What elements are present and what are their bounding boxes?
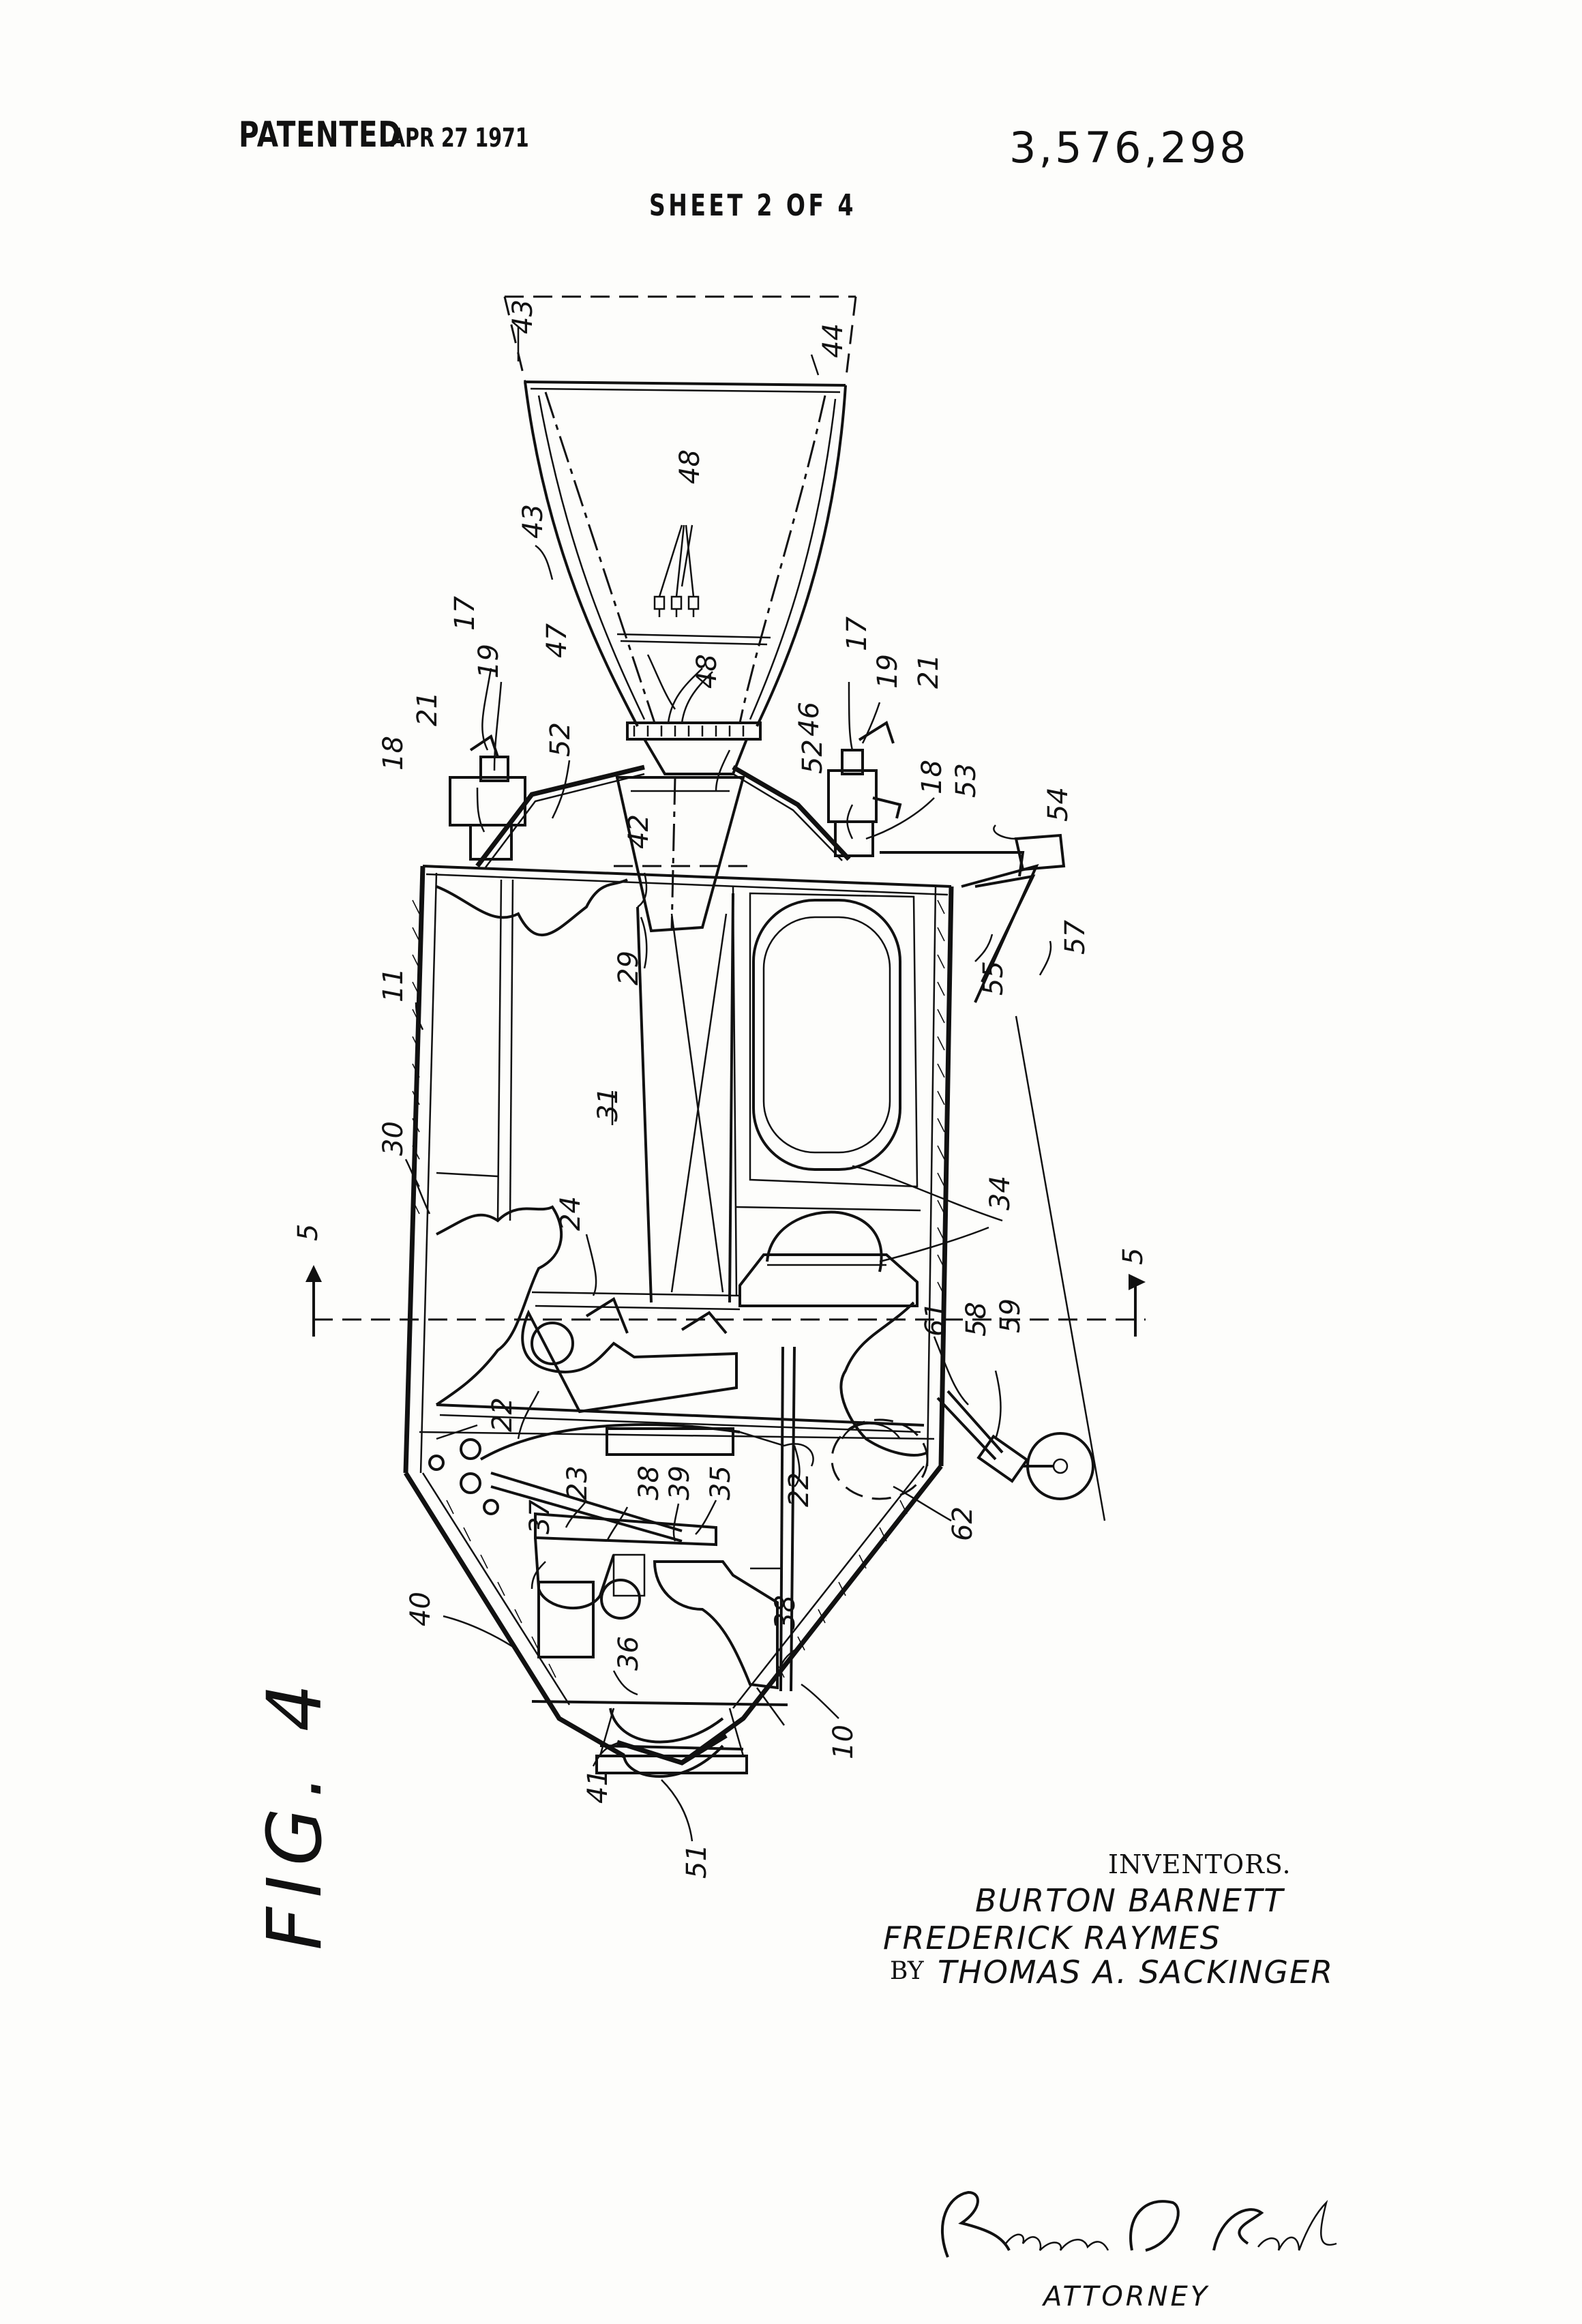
ref-30: 30	[378, 1121, 409, 1156]
ref-19-right: 19	[872, 654, 904, 689]
ref-46: 46	[794, 702, 825, 736]
ref-40: 40	[405, 1592, 436, 1626]
inventor-name-3: THOMAS A. SACKINGER	[938, 1954, 1334, 1991]
patented-date: APR 27 1971	[390, 123, 529, 153]
sheet-number: SHEET 2 OF 4	[649, 188, 856, 223]
inventors-heading: INVENTORS.	[1108, 1849, 1292, 1879]
ref-29: 29	[613, 951, 644, 985]
ref-21-right: 21	[913, 654, 944, 689]
ref-55: 55	[978, 961, 1009, 996]
ref-61: 61	[920, 1302, 951, 1337]
ref-41: 41	[582, 1769, 614, 1804]
adapter-fairing	[475, 764, 851, 868]
ref-18-right: 18	[916, 760, 948, 794]
ref-17-left: 17	[449, 596, 481, 631]
ref-48-mid: 48	[691, 654, 723, 689]
ref-38-upper: 38	[633, 1465, 665, 1500]
ref-31: 31	[593, 1087, 624, 1122]
ref-37: 37	[524, 1500, 556, 1534]
ref-22-upper: 22	[487, 1397, 518, 1432]
ref-42: 42	[623, 814, 655, 849]
ref-58: 58	[961, 1302, 992, 1337]
figure-label: FIG. 4	[251, 1674, 338, 1950]
ref-54: 54	[1043, 787, 1074, 822]
ref-44: 44	[818, 323, 849, 358]
leader-lines	[404, 327, 1052, 1842]
inventor-name-1: BURTON BARNETT	[975, 1882, 1285, 1919]
ref-10: 10	[828, 1725, 859, 1759]
ref-59: 59	[995, 1298, 1026, 1333]
section-marker-right: 5	[1118, 1248, 1149, 1265]
ref-18-left: 18	[378, 736, 409, 771]
reference-numerals: 43 44 48 43 48 47 17 19 21 18 52 46 17 1…	[378, 299, 1091, 1879]
inventor-name-2: FREDERICK RAYMES	[883, 1920, 1221, 1956]
ref-19-left: 19	[473, 644, 505, 679]
ref-36: 36	[613, 1636, 644, 1671]
ref-38-lower: 38	[770, 1595, 801, 1630]
by-label: BY	[890, 1957, 924, 1985]
interior-structure	[428, 879, 925, 1692]
section-marker-left: 5	[293, 1224, 324, 1241]
cutaway-hatching	[412, 878, 945, 1678]
ref-47: 47	[541, 623, 573, 658]
ref-24: 24	[555, 1196, 586, 1231]
ref-52-right: 52	[797, 739, 829, 774]
ref-34: 34	[985, 1176, 1016, 1210]
ref-43-mid: 43	[518, 504, 549, 539]
patented-label: PATENTED	[239, 115, 402, 155]
hull	[314, 865, 1146, 1778]
engine-nozzle	[503, 295, 857, 933]
attachment-fittings	[449, 720, 1094, 1500]
ref-53: 53	[951, 763, 982, 798]
section-markers: 5 5	[293, 1224, 1149, 1337]
patent-number: 3,576,298	[1009, 123, 1249, 173]
ref-21-left: 21	[412, 691, 443, 726]
ref-35: 35	[705, 1465, 736, 1500]
ref-51: 51	[681, 1844, 713, 1879]
ref-52-left: 52	[545, 722, 576, 757]
ref-48-top: 48	[674, 449, 706, 484]
ref-43-top: 43	[507, 299, 539, 334]
attorney-signature	[941, 2190, 1337, 2258]
ref-22-lower: 22	[783, 1472, 815, 1507]
ref-62: 62	[947, 1506, 979, 1541]
ref-11: 11	[378, 968, 409, 1002]
ref-23: 23	[562, 1465, 593, 1500]
ref-17-right: 17	[841, 616, 873, 651]
ref-57: 57	[1060, 920, 1091, 955]
attorney-label: ATTORNEY	[1043, 2281, 1210, 2312]
ref-39: 39	[664, 1465, 696, 1500]
